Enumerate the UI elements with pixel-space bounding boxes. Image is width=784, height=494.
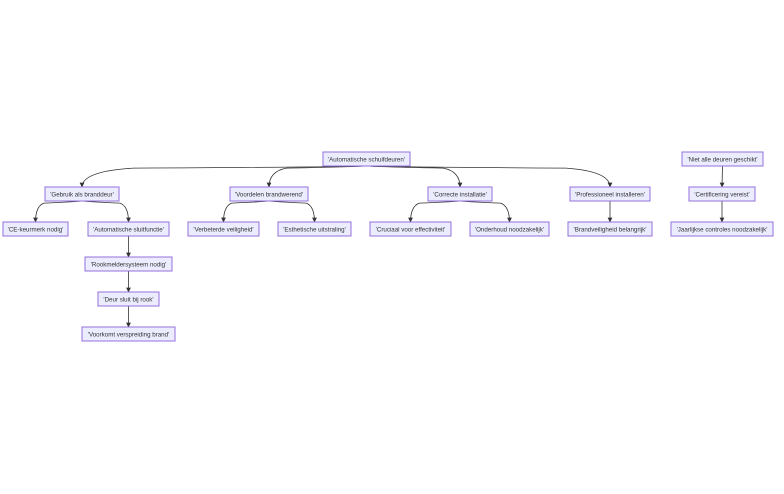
node-label: 'Verbeterde veiligheid' (193, 227, 253, 234)
node-gebruik-als-branddeur: 'Gebruik als branddeur' (44, 186, 120, 202)
node-deur-sluit-bij-rook: 'Deur sluit bij rook' (97, 291, 160, 307)
edge-n2-n10 (221, 200, 270, 223)
node-label: 'Niet alle deuren geschikt' (687, 157, 757, 164)
node-professioneel-installeren: 'Professioneel installeren' (569, 186, 651, 202)
edge-n0-n2 (266, 165, 367, 188)
edge-n2-n11 (268, 200, 317, 223)
node-label: 'Certificering vereist' (694, 192, 749, 199)
node-label: 'Jaarlijkse controles noodzakelijk' (677, 227, 768, 234)
node-label: 'Voordelen brandwerend' (235, 192, 303, 199)
edge-n1-n5 (33, 200, 83, 223)
node-label: 'Onderhoud noodzakelijk' (475, 227, 544, 234)
node-ce-keurmerk-nodig: 'CE-keurmerk nodig' (2, 221, 69, 237)
node-automatische-schuifdeuren: 'Automatische schuifdeuren' (322, 151, 411, 167)
node-niet-alle-deuren-geschikt: 'Niet alle deuren geschikt' (681, 151, 764, 167)
node-certificering-vereist: 'Certificering vereist' (688, 186, 756, 202)
node-label: 'Automatische sluitfunctie' (93, 227, 164, 234)
node-automatische-sluitfunctie: 'Automatische sluitfunctie' (87, 221, 170, 237)
node-label: 'CE-keurmerk nodig' (8, 227, 64, 234)
node-label: 'Gebruik als branddeur' (50, 192, 114, 199)
node-onderhoud-noodzakelijk: 'Onderhoud noodzakelijk' (469, 221, 550, 237)
node-label: 'Automatische schuifdeuren' (328, 157, 405, 164)
nodes-layer: 'Automatische schuifdeuren' 'Gebruik als… (2, 151, 774, 342)
node-verbeterde-veiligheid: 'Verbeterde veiligheid' (187, 221, 260, 237)
edge-n0-n4 (366, 165, 613, 188)
node-label: 'Deur sluit bij rook' (103, 297, 153, 304)
node-correcte-installatie: 'Correcte installatie' (427, 186, 493, 202)
node-voordelen-brandwerend: 'Voordelen brandwerend' (229, 186, 309, 202)
node-voorkomt-verspreiding-brand: 'Voorkomt verspreiding brand' (81, 326, 176, 342)
node-jaarlijkse-controles-noodzakelijk: 'Jaarlijkse controles noodzakelijk' (670, 221, 774, 237)
node-label: 'Correcte installatie' (433, 192, 487, 199)
node-label: 'Professioneel installeren' (575, 192, 645, 199)
node-brandveiligheid-belangrijk: 'Brandveiligheid belangrijk' (567, 221, 653, 237)
node-label: 'Brandveiligheid belangrijk' (574, 227, 647, 234)
node-label: 'Rookmeldersysteem nodig' (91, 262, 167, 269)
edge-n3-n12 (408, 200, 461, 223)
edge-n0-n3 (366, 165, 463, 188)
node-esthetische-uitstraling: 'Esthetische uitstraling' (277, 221, 352, 237)
edge-n0-n1 (79, 165, 367, 188)
node-rookmeldersysteem-nodig: 'Rookmeldersysteem nodig' (84, 256, 173, 272)
node-label: 'Esthetische uitstraling' (283, 227, 346, 234)
edge-n3-n13 (459, 200, 512, 223)
edge-n1-n6 (81, 200, 131, 223)
node-label: 'Cruciaal voor effectiviteit' (376, 227, 446, 234)
edge-n15-n16 (719, 165, 725, 188)
node-cruciaal-voor-effectiviteit: 'Cruciaal voor effectiviteit' (369, 221, 452, 237)
node-label: 'Voorkomt verspreiding brand' (88, 332, 169, 339)
